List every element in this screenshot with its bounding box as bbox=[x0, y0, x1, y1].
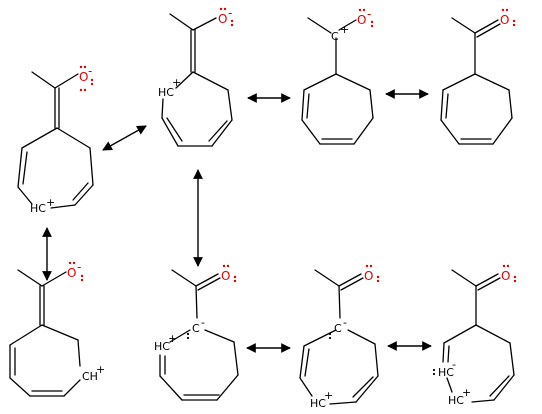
oxygen-label: O bbox=[218, 12, 227, 26]
structure-6: C - HC + O bbox=[154, 264, 239, 401]
arrow-1-2 bbox=[102, 125, 147, 151]
hc-label: HC bbox=[310, 397, 326, 410]
charge-minus: - bbox=[367, 7, 371, 21]
structure-5: CH + O - bbox=[9, 260, 105, 397]
structure-4: O bbox=[440, 8, 516, 145]
charge-plus: + bbox=[46, 196, 55, 209]
charge-minus: - bbox=[88, 64, 92, 78]
oxygen-label: O bbox=[501, 269, 510, 283]
structure-7: C - HC + O bbox=[299, 264, 380, 410]
structure-8: HC - HC + O bbox=[432, 264, 517, 407]
charge-plus: + bbox=[172, 76, 181, 89]
oxygen-label: O bbox=[357, 13, 366, 27]
oxygen-label: O bbox=[364, 269, 373, 283]
charge-plus: + bbox=[96, 363, 105, 376]
structure-3: C + O - bbox=[301, 7, 374, 145]
charge-minus: - bbox=[228, 6, 232, 20]
hc-label: HC bbox=[448, 394, 464, 407]
oxygen-label: O bbox=[500, 13, 509, 27]
charge-plus: + bbox=[168, 332, 177, 345]
hc-label: HC bbox=[30, 202, 46, 215]
charge-minus: - bbox=[452, 358, 456, 371]
charge-plus: + bbox=[462, 386, 471, 399]
charge-plus: + bbox=[324, 389, 333, 402]
charge-minus: - bbox=[77, 260, 81, 274]
hc-label: HC bbox=[154, 340, 170, 353]
structure-1: O - HC + bbox=[17, 64, 94, 215]
charge-plus: + bbox=[340, 23, 349, 36]
oxygen-label: O bbox=[221, 269, 230, 283]
carbon-label: C bbox=[192, 322, 200, 335]
carbon-label: C bbox=[331, 30, 339, 43]
hc-label: HC bbox=[158, 86, 174, 99]
ch-label: CH bbox=[82, 370, 98, 383]
carbon-label: C bbox=[334, 322, 342, 335]
hc-label: HC bbox=[438, 366, 454, 379]
oxygen-label: O bbox=[67, 266, 76, 280]
charge-minus: - bbox=[343, 316, 347, 329]
structure-2: HC + O - bbox=[158, 6, 234, 147]
charge-minus: - bbox=[201, 316, 205, 329]
oxygen-label: O bbox=[79, 70, 88, 84]
resonance-arrows bbox=[42, 89, 432, 353]
